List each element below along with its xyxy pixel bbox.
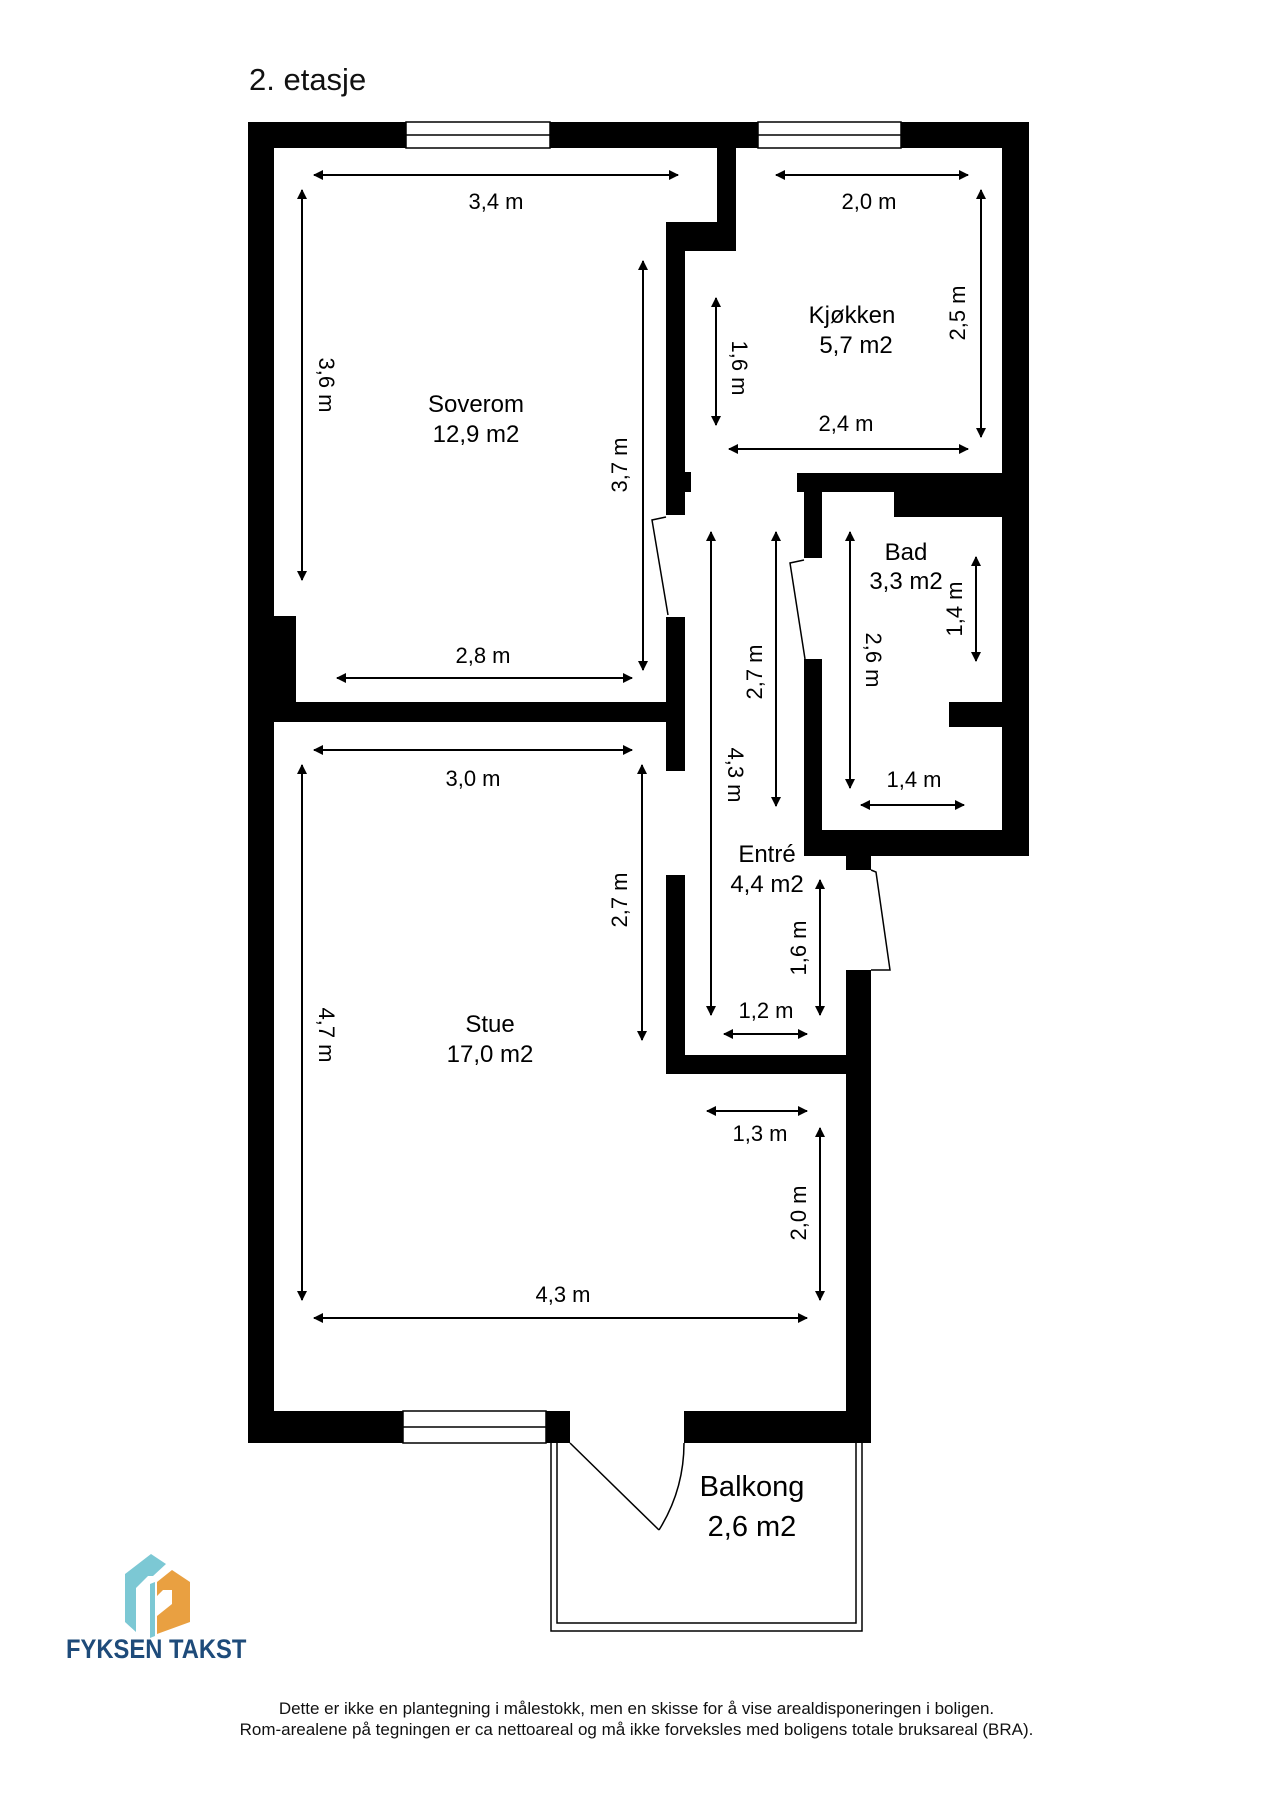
disclaimer: Dette er ikke en plantegning i målestokk… <box>0 1698 1273 1740</box>
balcony-outline <box>550 1443 863 1632</box>
dim-kjokken-top: 2,0 m <box>841 189 896 214</box>
room-name-bad: Bad <box>885 539 928 566</box>
fyksen-takst-logo-icon <box>125 1554 190 1638</box>
logo-text: FYKSEN TAKST <box>66 1634 247 1664</box>
dim-soverom-top: 3,4 m <box>468 189 523 214</box>
dim-kjokken-right: 2,5 m <box>945 285 970 340</box>
dim-stue-left: 4,7 m <box>314 1007 339 1062</box>
dim-stue-notch-height: 2,0 m <box>786 1185 811 1240</box>
floor-title: 2. etasje <box>249 62 367 97</box>
room-area-balkong: 2,6 m2 <box>708 1511 797 1543</box>
room-area-bad: 3,3 m2 <box>869 568 942 595</box>
room-name-entre: Entré <box>738 841 795 868</box>
door-soverom <box>651 516 669 616</box>
door-balkong <box>569 1442 660 1531</box>
dim-bad-right: 1,4 m <box>942 581 967 636</box>
dim-kjokken-left: 1,6 m <box>727 340 752 395</box>
doors <box>569 516 891 1531</box>
room-labels: Soverom 12,9 m2 Kjøkken 5,7 m2 Bad 3,3 m… <box>428 302 943 1543</box>
room-name-soverom: Soverom <box>428 391 524 418</box>
dimension-lines <box>297 170 986 1323</box>
room-area-soverom: 12,9 m2 <box>433 421 520 448</box>
dimension-labels: 3,4 m 3,6 m 3,7 m 2,8 m 2,0 m 2,5 m 1,6 … <box>314 189 970 1307</box>
logo-teal-shape <box>125 1554 166 1632</box>
room-name-balkong: Balkong <box>700 1471 805 1503</box>
room-area-entre: 4,4 m2 <box>730 871 803 898</box>
dim-entre-mid: 2,7 m <box>742 644 767 699</box>
dim-soverom-right: 3,7 m <box>607 437 632 492</box>
dim-stue-notch-width: 1,3 m <box>732 1121 787 1146</box>
disclaimer-line-1: Dette er ikke en plantegning i målestokk… <box>278 1699 995 1718</box>
door-entre <box>870 869 891 971</box>
dim-entre-bottom: 1,2 m <box>738 998 793 1023</box>
walls <box>248 121 1029 1444</box>
door-bad <box>789 559 806 660</box>
dim-bad-bottom: 1,4 m <box>886 767 941 792</box>
room-name-stue: Stue <box>465 1011 514 1038</box>
room-area-kjokken: 5,7 m2 <box>819 332 892 359</box>
dim-soverom-bottom: 2,8 m <box>455 643 510 668</box>
logo-orange-shape <box>157 1570 190 1634</box>
dim-entre-right: 1,6 m <box>786 920 811 975</box>
dim-stue-bottom: 4,3 m <box>535 1282 590 1307</box>
disclaimer-line-2: Rom-arealene på tegningen er ca nettoare… <box>239 1720 1034 1739</box>
dim-stue-right-upper: 2,7 m <box>607 872 632 927</box>
room-name-kjokken: Kjøkken <box>809 302 896 329</box>
room-area-stue: 17,0 m2 <box>447 1041 534 1068</box>
dim-entre-long: 4,3 m <box>723 747 748 802</box>
dim-soverom-left: 3,6 m <box>314 357 339 412</box>
dim-kjokken-bottom: 2,4 m <box>818 411 873 436</box>
dim-bad-left: 2,6 m <box>861 632 886 687</box>
dim-stue-top: 3,0 m <box>445 766 500 791</box>
